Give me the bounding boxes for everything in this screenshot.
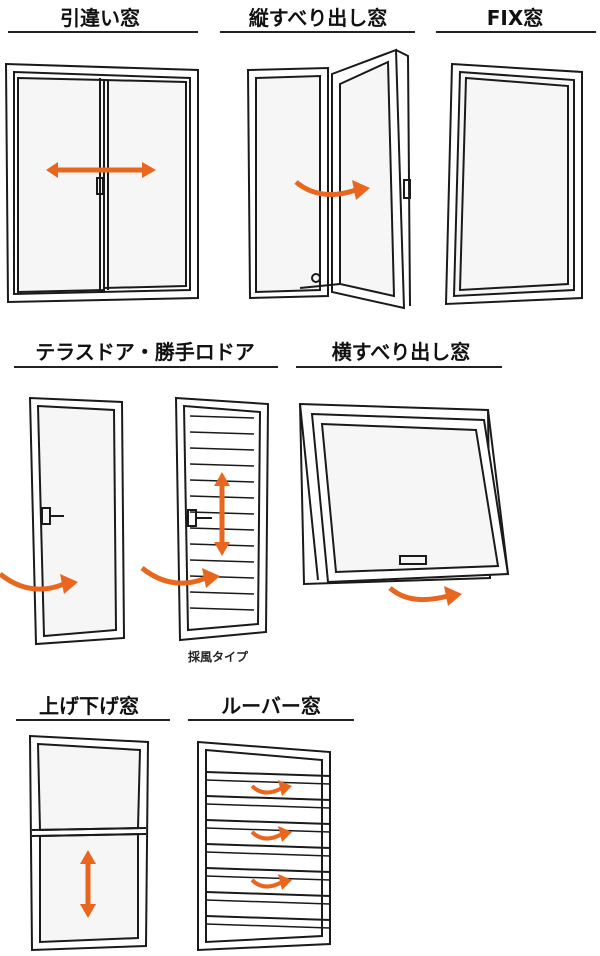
updown-arrow-icon: [80, 850, 96, 918]
title-awning-window: 横すべり出し窓: [331, 340, 471, 364]
swing-arrow-icon: [140, 566, 220, 588]
handle-icon: [403, 179, 411, 199]
handle-icon: [187, 509, 212, 527]
title-louver-window: ルーバー窓: [221, 694, 321, 718]
swing-arrow-icon: [388, 586, 462, 606]
title-rule: [14, 366, 278, 368]
double-hung-window-figure: [28, 734, 150, 952]
slide-arrow-icon: [46, 162, 156, 178]
title-terrace-door: テラスドア・勝手ロドア: [35, 340, 255, 364]
casement-window-figure: [246, 48, 411, 310]
title-rule: [296, 366, 502, 368]
handle-icon: [96, 177, 104, 195]
title-double-hung-window: 上げ下げ窓: [39, 694, 139, 718]
swing-arrow-icon: [294, 180, 370, 200]
title-rule: [436, 31, 596, 33]
title-sliding-window: 引違い窓: [60, 6, 140, 30]
title-rule: [16, 719, 170, 721]
louver-window-figure: [197, 740, 331, 952]
title-rule: [220, 31, 415, 33]
swing-arrow-icon: [250, 826, 292, 842]
awning-window-figure: [298, 402, 510, 586]
swing-arrow-icon: [250, 780, 292, 796]
terrace-door-figure: [28, 396, 126, 646]
updown-arrow-icon: [214, 472, 230, 556]
sliding-window-figure: [4, 62, 199, 304]
handle-icon: [41, 507, 64, 525]
swing-arrow-icon: [250, 874, 292, 890]
handle-icon: [399, 555, 427, 565]
fix-window-figure: [444, 62, 583, 306]
title-fix-window: FIX窓: [486, 6, 544, 30]
caption-ventilation-type: 採風タイプ: [187, 650, 248, 664]
title-casement-window: 縦すべり出し窓: [248, 6, 388, 30]
title-rule: [188, 719, 354, 721]
title-rule: [8, 31, 198, 33]
swing-arrow-icon: [0, 572, 78, 594]
